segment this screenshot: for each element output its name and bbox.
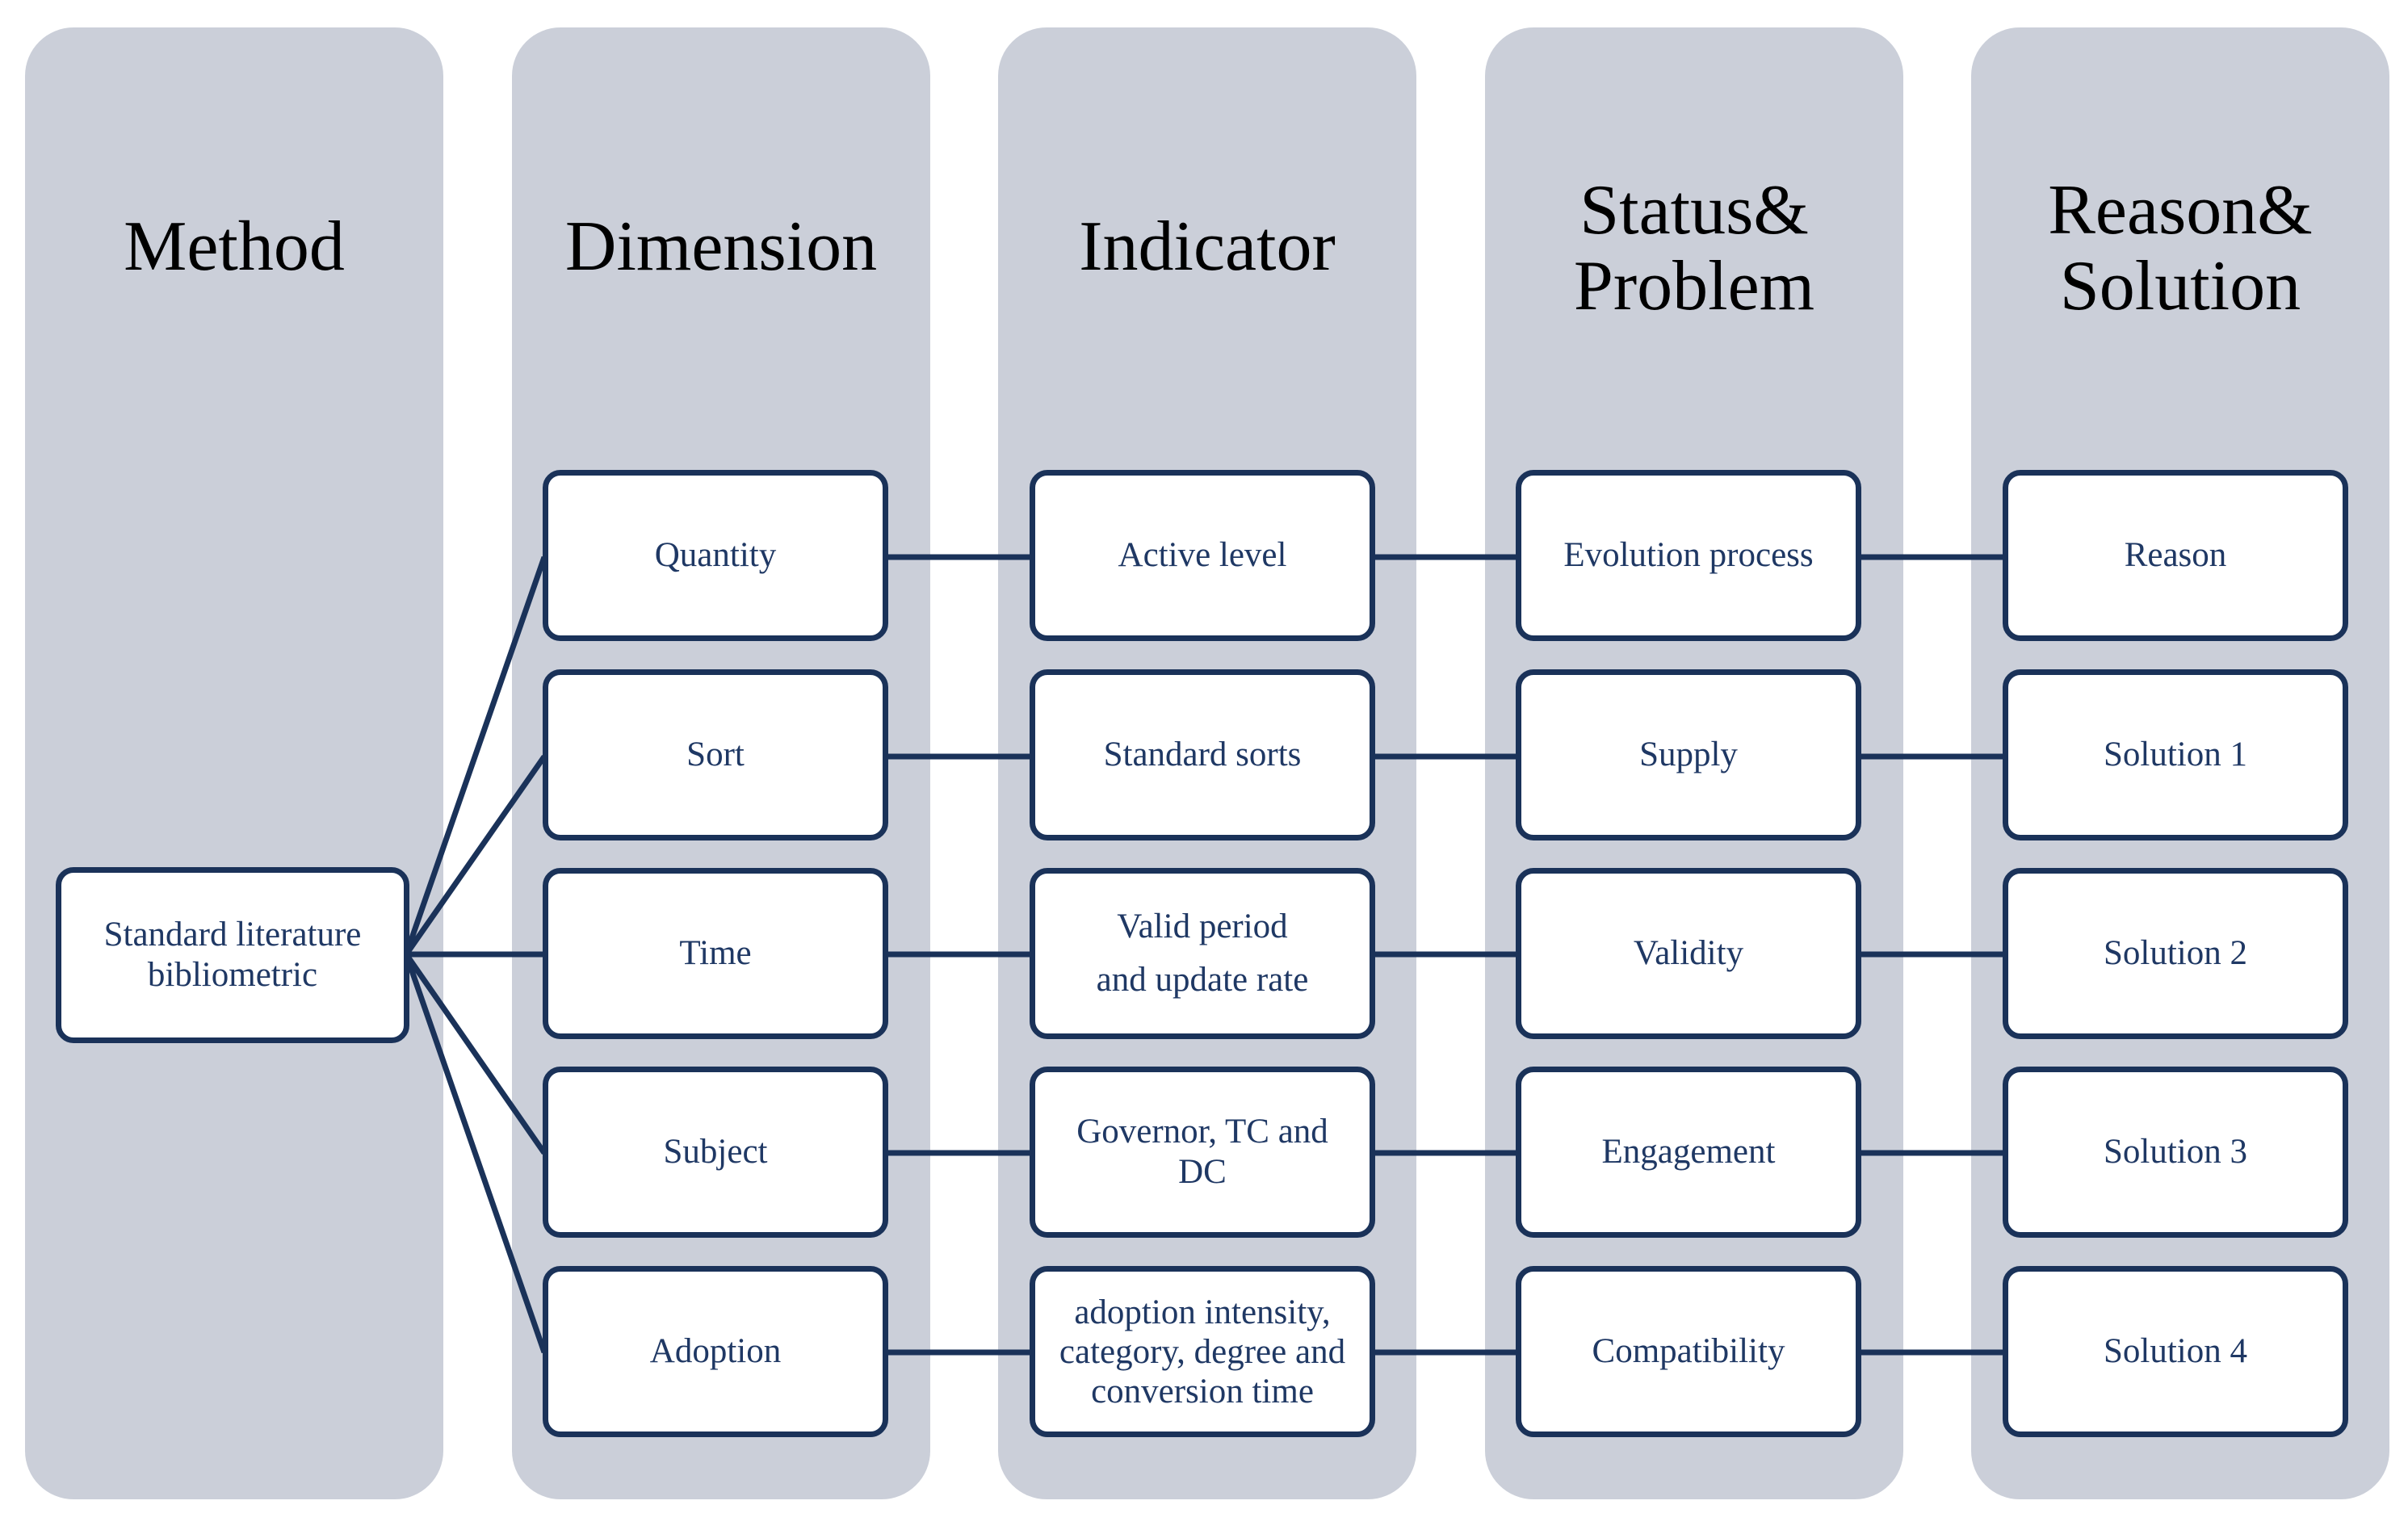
method-box: Standard literature bibliometric [56, 867, 409, 1043]
indicator-box-3: Valid period and update rate [1030, 868, 1375, 1039]
connector-method-quantity [403, 555, 547, 956]
lane-title-status-problem: Status& Problem [1573, 171, 1815, 325]
indicator-label: Active level [1118, 536, 1287, 574]
solution-box-3: Solution 3 [2003, 1067, 2348, 1238]
solution-box-reason: Reason [2003, 470, 2348, 641]
indicator-label: Standard sorts [1103, 736, 1302, 773]
lane-title-indicator: Indicator [1079, 207, 1336, 286]
status-label: Validity [1633, 934, 1744, 972]
solution-box-4: Solution 4 [2003, 1266, 2348, 1437]
status-box-1: Evolution process [1516, 470, 1861, 641]
dimension-label: Adoption [649, 1332, 782, 1370]
status-box-2: Supply [1516, 669, 1861, 840]
solution-label: Solution 2 [2103, 934, 2247, 972]
lane-title-dimension: Dimension [564, 207, 878, 286]
dimension-box-adoption: Adoption [543, 1266, 888, 1437]
lane-title-reason-solution: Reason& Solution [2048, 171, 2313, 325]
lane-title-method: Method [124, 207, 345, 286]
status-label: Engagement [1601, 1133, 1776, 1171]
indicator-label: adoption intensity, category, degree and… [1059, 1293, 1346, 1411]
solution-label: Solution 4 [2103, 1332, 2247, 1370]
status-box-4: Engagement [1516, 1067, 1861, 1238]
lane-method: Method [25, 27, 443, 1499]
status-box-3: Validity [1516, 868, 1861, 1039]
status-label: Supply [1639, 736, 1738, 773]
solution-label: Reason [2124, 536, 2227, 574]
dimension-box-quantity: Quantity [543, 470, 888, 641]
status-label: Compatibility [1592, 1332, 1785, 1370]
dimension-label: Time [679, 934, 752, 972]
indicator-box-1: Active level [1030, 470, 1375, 641]
status-box-5: Compatibility [1516, 1266, 1861, 1437]
dimension-label: Sort [686, 736, 745, 773]
connector-method-adoption [403, 953, 547, 1354]
indicator-label: Governor, TC and DC [1076, 1113, 1328, 1191]
solution-box-1: Solution 1 [2003, 669, 2348, 840]
status-label: Evolution process [1563, 536, 1814, 574]
indicator-box-4: Governor, TC and DC [1030, 1067, 1375, 1238]
dimension-box-sort: Sort [543, 669, 888, 840]
indicator-box-5: adoption intensity, category, degree and… [1030, 1266, 1375, 1437]
solution-label: Solution 3 [2103, 1133, 2247, 1171]
indicator-box-2: Standard sorts [1030, 669, 1375, 840]
solution-label: Solution 1 [2103, 736, 2247, 773]
connector-method-sort [404, 754, 547, 957]
dimension-label: Quantity [654, 536, 777, 574]
indicator-label: Valid period and update rate [1096, 908, 1309, 999]
dimension-box-time: Time [543, 868, 888, 1039]
connector-method-subject [404, 953, 547, 1155]
dimension-box-subject: Subject [543, 1067, 888, 1238]
solution-box-2: Solution 2 [2003, 868, 2348, 1039]
dimension-label: Subject [663, 1133, 768, 1171]
method-label: Standard literature bibliometric [103, 916, 362, 994]
